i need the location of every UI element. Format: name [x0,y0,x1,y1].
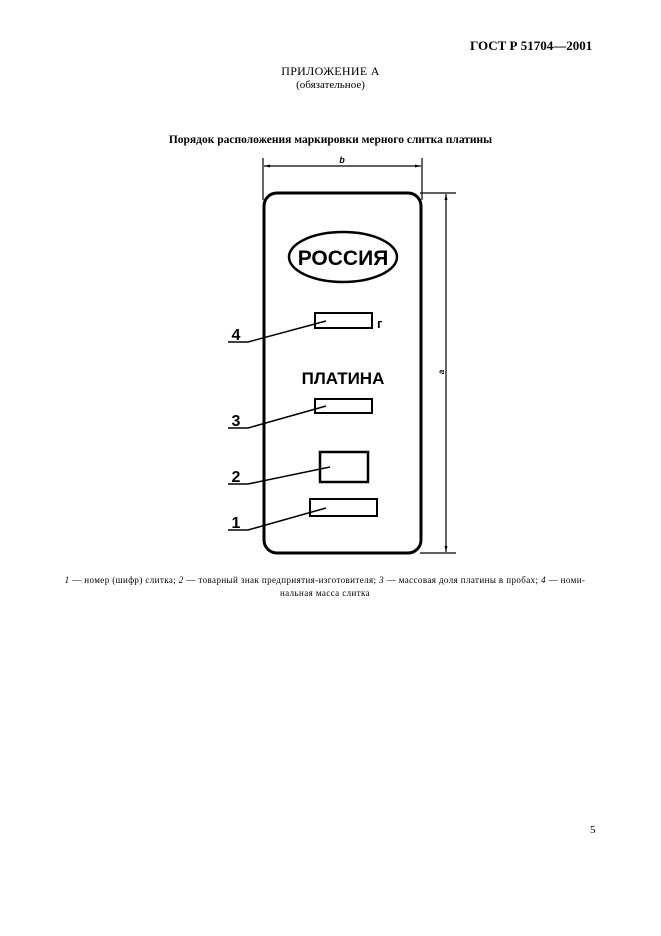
emblem-ellipse [287,230,399,284]
appendix-title: ПРИЛОЖЕНИЕ А [281,64,380,78]
callout-numbers: 4 3 2 1 [232,327,241,532]
height-dimension [420,192,456,554]
caption-num-1: 1 [64,575,70,585]
caption-text-3: — массовая доля платины в пробах; [384,575,542,585]
callout-2: 2 [232,469,241,486]
mass-fraction-field [314,398,373,414]
caption-text-1: — номер (шифр) слитка; [69,575,179,585]
dimension-label-b: b [339,155,345,165]
page-number: 5 [590,824,596,836]
caption-num-4: 4 [541,575,546,585]
standard-code: ГОСТ Р 51704—2001 [470,38,593,53]
callout-4: 4 [232,327,241,344]
callout-leaders [228,320,331,531]
caption-num-3: 3 [379,575,385,585]
caption-text-4: — номи- [545,575,586,585]
metal-name: ПЛАТИНА [302,369,385,388]
emblem-text: РОССИЯ [298,247,389,270]
dimension-label-a: a [437,369,446,374]
nominal-mass-field [314,312,373,329]
platinum-ingot-marking-drawing: b a РОССИЯ г ПЛАТИНА 4 3 2 1 [228,155,456,555]
figure-caption-continuation: нальная масса слитка [279,588,371,598]
ingot-outline [262,191,423,555]
caption-text-2: — товарный знак предприятия-изготовителя… [183,575,380,585]
figure-caption: 1 — номер (шифр) слитка; 2 — товарный зн… [40,575,610,585]
callout-3: 3 [232,413,241,430]
unit-gram: г [377,316,383,331]
caption-num-2: 2 [178,575,184,585]
callout-1: 1 [232,515,241,532]
ingot-number-field [309,498,378,517]
appendix-status: (обязательное) [296,79,365,91]
trademark-field [318,450,370,484]
figure-title: Порядок расположения маркировки мерного … [168,134,493,146]
